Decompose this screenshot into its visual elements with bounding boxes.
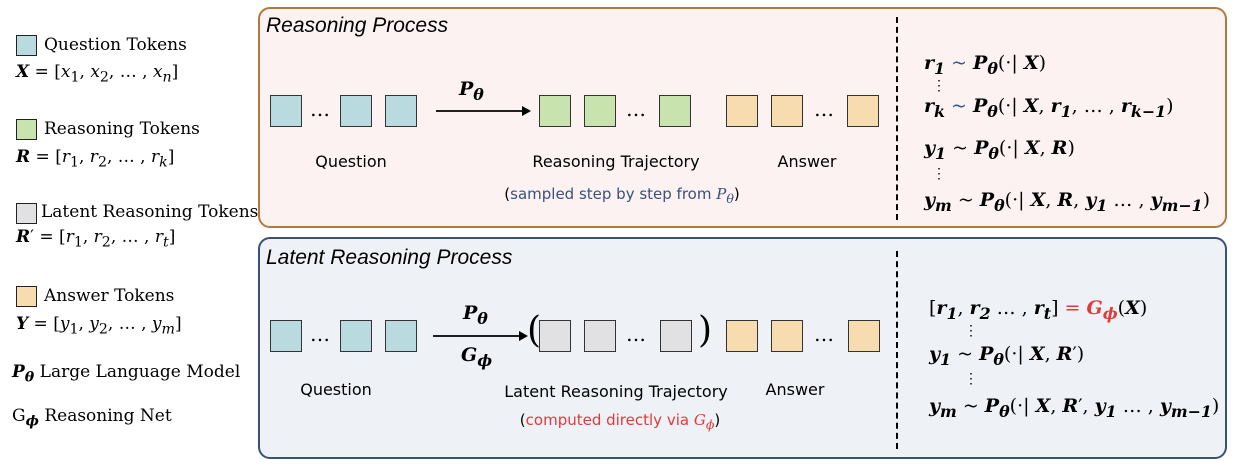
arrow-icon bbox=[436, 106, 531, 116]
panel-title: Latent Reasoning Process bbox=[266, 246, 513, 269]
answer-token bbox=[726, 95, 758, 127]
right-bracket: ) bbox=[698, 310, 713, 351]
answer-token bbox=[848, 320, 880, 352]
answer-token bbox=[771, 320, 803, 352]
g-phi-label: Reasoning Net bbox=[44, 406, 172, 426]
ellipsis: … bbox=[814, 322, 834, 346]
question-token bbox=[270, 320, 302, 352]
question-caption: Question bbox=[315, 152, 387, 171]
g-phi-legend: Gϕ Reasoning Net bbox=[12, 406, 172, 430]
formula-ym: ym ~ Pθ(·| X, R′, y1 … , ym−1) bbox=[929, 395, 1220, 421]
vertical-ellipsis: ⋮ bbox=[932, 78, 946, 94]
arrow-label-g-phi: Gϕ bbox=[461, 344, 493, 370]
answer-tokens-definition: Y = [y1, y2, … , ym] bbox=[16, 314, 182, 338]
ellipsis: … bbox=[814, 97, 834, 121]
answer-token bbox=[726, 320, 758, 352]
vertical-ellipsis: ⋮ bbox=[964, 371, 978, 387]
question-tokens-definition: X = [x1, x2, … , xn] bbox=[16, 62, 179, 86]
reasoning-tokens-definition: R = [r1, r2, … , rk] bbox=[16, 147, 175, 171]
trajectory-caption: Reasoning Trajectory bbox=[532, 152, 700, 171]
reasoning-token bbox=[584, 95, 616, 127]
computation-note: (computed directly via Gϕ) bbox=[519, 411, 721, 432]
question-tokens-label: Question Tokens bbox=[44, 35, 187, 55]
p-theta-legend: Pθ Large Language Model bbox=[12, 362, 241, 386]
formula-y1: y1 ~ Pθ(·| X, R) bbox=[924, 137, 1075, 163]
vertical-ellipsis: ⋮ bbox=[964, 323, 978, 339]
divider bbox=[896, 17, 898, 220]
answer-token bbox=[771, 95, 803, 127]
question-token bbox=[340, 320, 372, 352]
p-theta-label: Large Language Model bbox=[39, 362, 241, 382]
formula-ym: ym ~ Pθ(·| X, R, y1 … , ym−1) bbox=[924, 189, 1211, 215]
ellipsis: … bbox=[310, 322, 330, 346]
ellipsis: … bbox=[626, 322, 646, 346]
latent-token bbox=[584, 320, 616, 352]
answer-token bbox=[847, 95, 879, 127]
reasoning-process-panel: Reasoning Process … Question Pθ … Reason… bbox=[258, 7, 1227, 228]
answer-caption: Answer bbox=[765, 380, 825, 399]
latent-token bbox=[660, 320, 692, 352]
arrow-icon bbox=[433, 331, 528, 341]
question-token-swatch bbox=[16, 35, 37, 56]
question-token bbox=[385, 95, 417, 127]
answer-token-swatch bbox=[16, 286, 37, 307]
arrow-label-p-theta: Pθ bbox=[459, 78, 484, 104]
answer-tokens-label: Answer Tokens bbox=[44, 286, 175, 306]
sampling-note-text: sampled step by step from bbox=[510, 185, 717, 203]
arrow-label-p-theta: Pθ bbox=[463, 302, 488, 328]
latent-tokens-label: Latent Reasoning Tokens bbox=[41, 202, 259, 222]
answer-caption: Answer bbox=[777, 152, 837, 171]
question-caption: Question bbox=[300, 380, 372, 399]
divider bbox=[896, 251, 898, 449]
reasoning-token-swatch bbox=[16, 119, 37, 140]
computation-note-text: computed directly via bbox=[525, 411, 694, 429]
reasoning-token bbox=[659, 95, 691, 127]
latent-tokens-definition: R′ = [r1, r2, … , rt] bbox=[16, 227, 176, 251]
vertical-ellipsis: ⋮ bbox=[932, 166, 946, 182]
question-token bbox=[270, 95, 302, 127]
latent-token bbox=[539, 320, 571, 352]
question-token bbox=[385, 320, 417, 352]
question-token bbox=[340, 95, 372, 127]
left-bracket: ( bbox=[527, 310, 542, 351]
ellipsis: … bbox=[626, 97, 646, 121]
panel-title: Reasoning Process bbox=[266, 14, 449, 37]
formula-rk: rk ~ Pθ(·| X, r1, … , rk−1) bbox=[924, 95, 1174, 121]
reasoning-tokens-label: Reasoning Tokens bbox=[44, 119, 200, 139]
sampling-note: (sampled step by step from Pθ) bbox=[504, 185, 740, 206]
latent-token-swatch bbox=[16, 203, 37, 224]
latent-reasoning-process-panel: Latent Reasoning Process … Question Pθ G… bbox=[258, 237, 1227, 459]
formula-y1: y1 ~ Pθ(·| X, R′) bbox=[929, 343, 1085, 369]
formula-latent: [r1, r2 … , rt] = Gϕ(X) bbox=[929, 297, 1148, 323]
formula-r1: r1 ~ Pθ(·| X) bbox=[924, 52, 1046, 78]
reasoning-token bbox=[539, 95, 571, 127]
ellipsis: … bbox=[310, 97, 330, 121]
trajectory-caption: Latent Reasoning Trajectory bbox=[504, 382, 728, 401]
